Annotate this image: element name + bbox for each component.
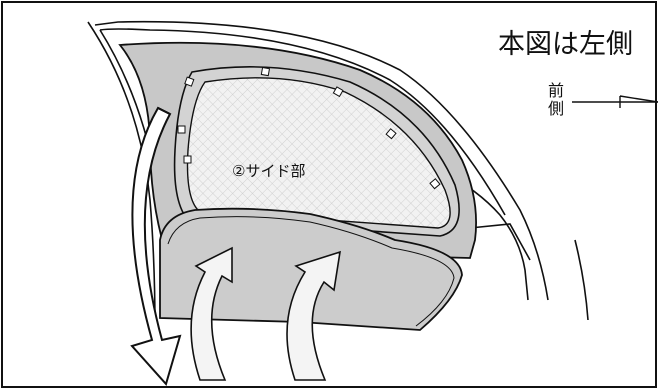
removal-arrow	[130, 106, 182, 387]
diagram-title: 本図は左側	[498, 29, 633, 60]
lift-arrows	[190, 246, 341, 381]
side-part-label: ②サイド部	[232, 162, 306, 180]
front-direction-arrow	[572, 95, 658, 108]
lower-flap-inner-edge	[167, 216, 455, 327]
lift-arrow-right	[286, 250, 341, 381]
front-side-label: 前側	[548, 81, 565, 118]
lift-arrow-left	[190, 246, 233, 381]
suction-tabs	[177, 66, 441, 276]
